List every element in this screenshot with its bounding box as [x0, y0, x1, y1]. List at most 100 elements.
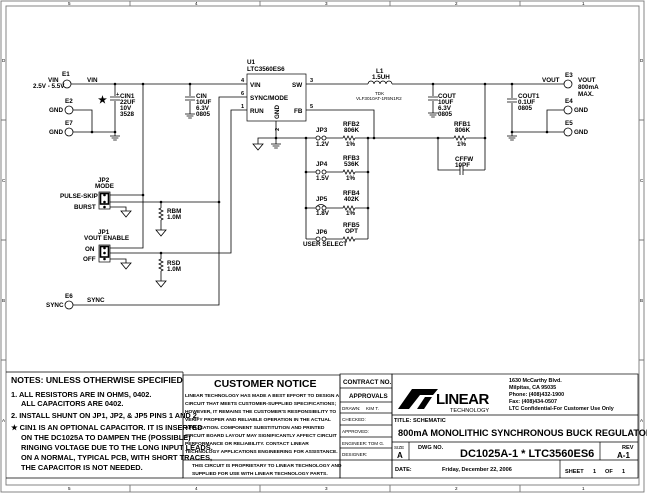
dwg-label: DWG NO. — [418, 445, 444, 451]
rfb5-value: OPT — [345, 228, 358, 235]
e1-sub: 2.5V - 5.5V — [33, 83, 65, 90]
row-marker: B — [640, 298, 643, 303]
cin-size: 0805 — [196, 111, 211, 118]
u1-pin-run: RUN — [250, 108, 264, 115]
address-line: 1630 McCarthy Blvd. — [509, 378, 562, 384]
junction-dots — [90, 82, 549, 255]
approvals-block: CONTRACT NO. APPROVALS DRAWN: KIM T. CHE… — [339, 373, 393, 479]
col-marker: 5 — [68, 486, 71, 491]
jp3-vout: 1.2V — [316, 141, 330, 148]
e5-ref: E5 — [565, 120, 573, 127]
dwg-number: DC1025A-1 * LTC3560ES6 — [460, 448, 594, 460]
cout-value: 10UF — [438, 99, 454, 106]
address-line: Milpitas, CA 95035 — [509, 385, 556, 391]
jp5-vout: 1.8V — [316, 210, 330, 217]
address-line: Fax: (408)434-0507 — [509, 399, 557, 405]
rfb1-ref: RFB1 — [454, 121, 471, 128]
col-marker: 5 — [68, 1, 71, 6]
cout-size: 0805 — [438, 111, 453, 118]
cout1-capacitor — [506, 98, 518, 103]
jp3-ref: JP3 — [316, 127, 328, 134]
cin1-voltage: 10V — [120, 105, 132, 112]
u1-pin-gnd: GND — [274, 105, 281, 119]
u1-part: LTC3560ES6 — [247, 66, 285, 73]
address-line: Phone: (408)432-1900 — [509, 392, 564, 398]
jp2-ref: JP2 — [98, 177, 110, 184]
e2-label: GND — [49, 107, 63, 114]
col-marker: 4 — [195, 486, 198, 491]
checked-label: CHECKED: — [342, 417, 366, 422]
note-line: THE CAPACITOR IS NOT NEEDED. — [21, 463, 143, 472]
jp1-opt-off: OFF — [83, 256, 96, 263]
pin-number: 2 — [275, 128, 281, 131]
net-vin: VIN — [87, 77, 98, 84]
notice-line: LINEAR TECHNOLOGY HAS MADE A BEST EFFORT… — [185, 393, 340, 399]
row-marker: C — [2, 178, 6, 183]
pin-number: 6 — [241, 91, 244, 97]
jp2-header[interactable] — [98, 191, 111, 210]
col-marker: 1 — [582, 1, 585, 6]
e3-sub2: MAX. — [578, 91, 594, 98]
row-marker: B — [2, 298, 5, 303]
rsd-resistor — [158, 258, 164, 272]
jp6-ref: JP6 — [316, 229, 328, 236]
e2-ref: E2 — [65, 98, 73, 105]
rfb3-tol: 1% — [346, 175, 356, 182]
col-marker: 2 — [455, 486, 458, 491]
date-label: DATE: — [395, 467, 412, 473]
approvals-label: APPROVALS — [349, 393, 388, 400]
note-line: ON A NORMAL, TYPICAL PCB, WITH SHORT TRA… — [21, 453, 212, 462]
logo-sub: TECHNOLOGY — [450, 408, 489, 414]
pin-number: 1 — [241, 104, 244, 110]
terminals[interactable] — [62, 79, 573, 310]
rfb3-resistor — [342, 169, 356, 175]
l1-value: 1.5UH — [372, 74, 390, 81]
cout-capacitor — [427, 96, 439, 101]
cffw-ref: CFFW — [455, 156, 473, 163]
drawn-value: KIM T. — [366, 406, 379, 411]
pin-number: 3 — [310, 78, 313, 84]
l1-inductor — [367, 80, 393, 85]
jp4-ref: JP4 — [316, 161, 328, 168]
vout-select-row: JP5 1.8V RFB4 402K 1% — [316, 190, 360, 217]
u1-pin-fb: FB — [294, 108, 303, 115]
title-block: LINEAR TECHNOLOGY 1630 McCarthy Blvd. Mi… — [391, 373, 647, 479]
rfb1-tol: 1% — [457, 141, 467, 148]
row-marker: A — [2, 418, 6, 423]
size-label: SIZE — [394, 445, 404, 450]
rbm-value: 1.0M — [167, 214, 181, 221]
note-line: 1. ALL RESISTORS ARE IN OHMS, 0402. — [11, 390, 151, 399]
rfb4-value: 402K — [344, 196, 360, 203]
rfb4-tol: 1% — [346, 210, 356, 217]
address-line: LTC Confidential-For Customer Use Only — [509, 406, 614, 412]
cin1-value: 22UF — [120, 99, 136, 106]
cout-voltage: 6.3V — [438, 105, 452, 112]
rfb4-ref: RFB4 — [343, 190, 360, 197]
e5-label: GND — [574, 129, 588, 136]
notice-line: TECHNOLOGY APPLICATIONS ENGINEERING FOR … — [185, 449, 338, 455]
col-marker: 3 — [325, 1, 328, 6]
notice-footer: SUPPLIED FOR USE WITH LINEAR TECHNOLOGY … — [192, 471, 328, 477]
size-value: A — [397, 451, 403, 460]
customer-notice: CUSTOMER NOTICE LINEAR TECHNOLOGY HAS MA… — [182, 374, 342, 479]
cin-voltage: 6.3V — [196, 105, 210, 112]
jp1-title: VOUT ENABLE — [84, 235, 129, 242]
jp1-header[interactable] — [98, 244, 111, 263]
cin-ref: CIN — [196, 93, 207, 100]
e6-label: SYNC — [46, 302, 64, 309]
jumper-pads — [315, 135, 327, 242]
vout-select-row: JP6 USER SELECT RFB5 OPT — [303, 222, 360, 248]
engineer-value: TOM G. — [368, 441, 384, 446]
rfb3-ref: RFB3 — [343, 155, 360, 162]
notes-title: NOTES: UNLESS OTHERWISE SPECIFIED — [11, 375, 183, 385]
notice-line: APPLICATION. COMPONENT SUBSTITUTION AND … — [185, 425, 325, 431]
rfb1-value: 806K — [455, 127, 471, 134]
rbm-resistor — [158, 207, 164, 221]
notice-line: VERIFY PROPER AND RELIABLE OPERATION IN … — [185, 417, 331, 423]
rfb2-value: 806K — [344, 127, 360, 134]
sheet-value: 1 — [593, 469, 596, 475]
logo-word: LINEAR — [436, 391, 490, 408]
notice-line: HOWEVER, IT REMAINS THE CUSTOMER'S RESPO… — [185, 409, 336, 415]
e1-ref: E1 — [62, 71, 70, 78]
